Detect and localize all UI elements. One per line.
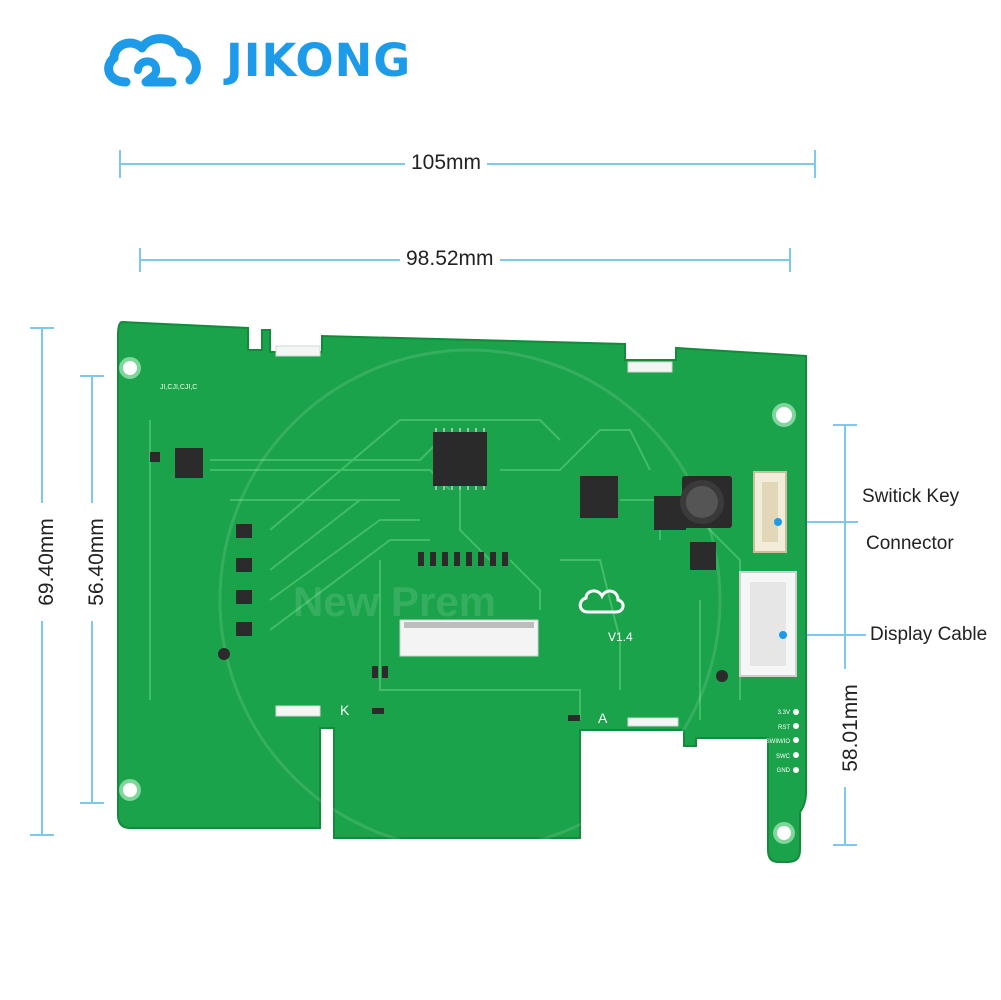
board-cloud-icon [578, 589, 625, 614]
electrolytic-capacitor [680, 476, 732, 528]
programming-pads [793, 709, 799, 773]
pin-label: SWC [776, 753, 790, 760]
brand-logo: JIKONG [96, 30, 411, 90]
brand-name: JIKONG [226, 33, 412, 87]
pin-label: RST [778, 724, 790, 731]
tab-height-label: 58.01mm [839, 669, 863, 787]
pin-label-list: 3.3V RST SWIM/IO SWC GND [760, 706, 790, 779]
switch-key-label-line1: Switick Key [862, 486, 960, 507]
display-cable-label: Display Cable [870, 624, 988, 645]
top-notches [275, 345, 679, 727]
pin-label: GND [776, 768, 790, 774]
board-version: V1.4 [608, 630, 633, 644]
pcb-traces [149, 419, 741, 720]
switch-key-connector [753, 471, 787, 553]
pad-label-a: A [598, 710, 608, 726]
overall-width-label: 105mm [405, 151, 488, 175]
watermark-text: New Prem [293, 578, 497, 625]
mcu-chip [433, 428, 487, 490]
watermark-circle [218, 348, 722, 852]
display-cable-callout-dot [779, 631, 787, 639]
switch-key-callout-dot [774, 518, 782, 526]
pad-label-k: K [340, 702, 350, 718]
mounting-width-label: 98.52mm [400, 247, 500, 271]
pin-label: SWIM/IO [765, 739, 790, 745]
mounting-height-label: 56.40mm [85, 503, 109, 621]
overall-height-label: 69.40mm [35, 503, 59, 621]
pin-row [418, 552, 508, 566]
mounting-holes [119, 357, 796, 844]
switch-key-label-line2: Connector [866, 533, 954, 554]
pin-label: 3.3V [777, 710, 790, 716]
pcb-board [117, 320, 807, 863]
silkscreen-text: JI,CJI,CJI,C [160, 384, 198, 391]
display-cable-connector [739, 571, 797, 677]
cloud-logo-icon [104, 34, 201, 87]
